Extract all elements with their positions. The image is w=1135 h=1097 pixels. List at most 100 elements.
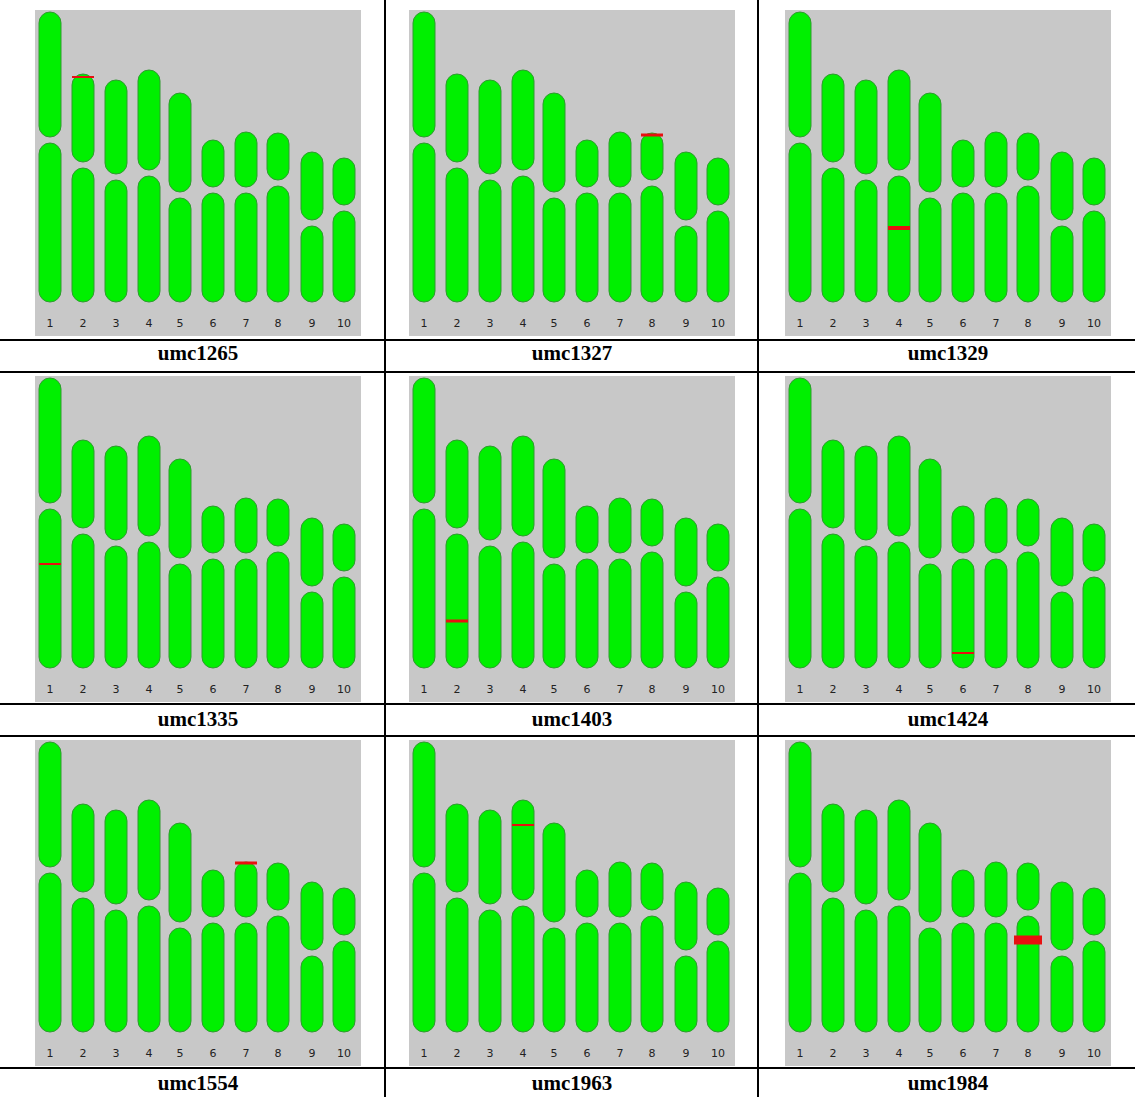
chromosome-set <box>35 376 361 702</box>
chromosome-number: 7 <box>610 1048 630 1060</box>
chromosome <box>543 459 565 668</box>
chromosome-number: 6 <box>953 684 973 696</box>
chromosome-number: 1 <box>790 1048 810 1060</box>
chromosome-arm <box>675 882 697 950</box>
chromosome <box>543 93 565 302</box>
chromosome-number: 1 <box>414 318 434 330</box>
chromosome-arm <box>1083 524 1105 571</box>
chromosome <box>138 436 160 668</box>
chromosome-arm <box>1083 211 1105 302</box>
chromosome-set <box>35 10 361 336</box>
chromosome-number: 1 <box>790 318 810 330</box>
chromosome-arm <box>169 459 191 558</box>
chromosome-number: 6 <box>577 684 597 696</box>
chromosome-number: 3 <box>856 684 876 696</box>
chromosome <box>919 93 941 302</box>
chromosome-arm <box>641 916 663 1032</box>
chromosome <box>919 823 941 1032</box>
chromosome-arm <box>479 910 501 1032</box>
chromosome <box>39 12 61 302</box>
chromosome-arm <box>512 800 534 900</box>
chromosome-number: 3 <box>856 318 876 330</box>
chromosome <box>1083 888 1105 1032</box>
chromosome-number: 7 <box>986 684 1006 696</box>
chromosome-arm <box>72 804 94 892</box>
chromosome-arm <box>333 941 355 1032</box>
chromosome-arm <box>169 928 191 1032</box>
chromosome-arm <box>952 870 974 917</box>
chromosome-number: 2 <box>447 684 467 696</box>
chromosome-arm <box>235 132 257 187</box>
chromosome <box>888 70 910 302</box>
chromosome-number: 1 <box>40 318 60 330</box>
chromosome-number: 7 <box>236 318 256 330</box>
chromosome-arm <box>301 226 323 302</box>
chromosome <box>202 506 224 668</box>
chromosome <box>39 742 61 1032</box>
chromosome-arm <box>707 524 729 571</box>
chromosome-number: 4 <box>889 318 909 330</box>
karyotype-panel: 12345678910umc1335 <box>35 376 361 702</box>
chromosome <box>1083 524 1105 668</box>
chromosome-arm <box>72 534 94 668</box>
chromosome-arm <box>576 870 598 917</box>
chromosome-number: 9 <box>302 318 322 330</box>
chromosome <box>576 140 598 302</box>
chromosome-number: 4 <box>139 684 159 696</box>
marker-band <box>235 862 257 865</box>
chromosome-arm <box>789 873 811 1032</box>
chromosome-arm <box>952 193 974 302</box>
chromosome-arm <box>985 498 1007 553</box>
chromosome <box>822 74 844 302</box>
chromosome-arm <box>39 873 61 1032</box>
chromosome-arm <box>301 592 323 668</box>
chromosome-arm <box>1051 882 1073 950</box>
chromosome-arm <box>1017 186 1039 302</box>
chromosome-number: 4 <box>513 1048 533 1060</box>
chromosome-number: 9 <box>302 684 322 696</box>
chromosome <box>413 378 435 668</box>
chromosome <box>235 862 257 1032</box>
chromosome <box>1051 882 1073 1032</box>
chromosome-arm <box>985 132 1007 187</box>
chromosome-arm <box>479 546 501 668</box>
chromosome <box>675 882 697 1032</box>
marker-band <box>39 563 61 565</box>
row-divider <box>0 735 1135 737</box>
chromosome-number: 8 <box>1018 1048 1038 1060</box>
chromosome-arm <box>138 436 160 536</box>
chromosome-arm <box>1017 499 1039 546</box>
chromosome-arm <box>105 546 127 668</box>
chromosome-arm <box>1051 518 1073 586</box>
chromosome-arm <box>1017 916 1039 1032</box>
chromosome-arm <box>512 70 534 170</box>
chromosome-arm <box>952 140 974 187</box>
chromosome-arm <box>333 211 355 302</box>
chromosome-set <box>785 10 1111 336</box>
chromosome-number: 8 <box>1018 318 1038 330</box>
karyotype-panel: 12345678910umc1329 <box>785 10 1111 336</box>
chromosome-arm <box>576 559 598 668</box>
chromosome-arm <box>202 870 224 917</box>
chromosome-number: 4 <box>513 318 533 330</box>
chromosome-arm <box>138 800 160 900</box>
chromosome-arm <box>707 888 729 935</box>
chromosome-arm <box>479 180 501 302</box>
row-divider <box>0 339 1135 341</box>
chromosome-arm <box>707 211 729 302</box>
karyotype-panel: 12345678910umc1403 <box>409 376 735 702</box>
chromosome-arm <box>138 542 160 668</box>
chromosome-number: 10 <box>708 1048 728 1060</box>
chromosome-arm <box>707 577 729 668</box>
chromosome-arm <box>301 956 323 1032</box>
chromosome-arm <box>1051 956 1073 1032</box>
chromosome <box>855 810 877 1032</box>
chromosome-arm <box>446 534 468 668</box>
chromosome <box>822 440 844 668</box>
chromosome-number: 7 <box>986 318 1006 330</box>
row-divider <box>0 371 1135 373</box>
chromosome-arm <box>202 506 224 553</box>
chromosome <box>1017 499 1039 668</box>
chromosome-arm <box>301 882 323 950</box>
chromosome <box>138 800 160 1032</box>
